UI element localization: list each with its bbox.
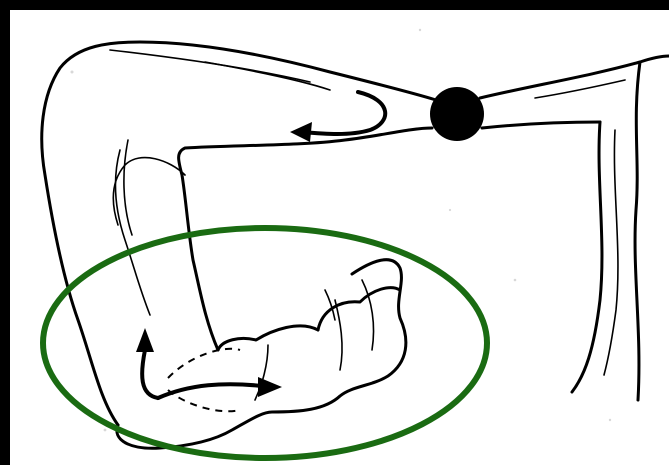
ascending-fold-line: [115, 150, 150, 315]
cecum-fold-3: [362, 280, 374, 350]
curved-flow-arrow: [302, 92, 385, 134]
curved-flow-arrowhead: [290, 122, 312, 142]
obstruction-mass: [430, 87, 484, 141]
ileocecal-valve-lower: [168, 390, 240, 411]
reflux-arrow-up: [142, 350, 158, 398]
cecum-outer: [117, 260, 406, 449]
cecum-fold-4: [325, 290, 335, 320]
colon-diagram: [10, 10, 669, 465]
reflux-arrow-up-head: [136, 328, 154, 352]
descending-fold-line: [604, 130, 618, 375]
descending-colon-outer: [635, 62, 640, 400]
cecum-fold-1: [335, 300, 342, 370]
descending-colon-inner: [572, 122, 602, 392]
diagram-canvas: [10, 10, 669, 465]
reflux-arrow-right-head: [258, 377, 282, 397]
scan-noise: [71, 29, 612, 432]
descending-colon-lower-wall: [482, 122, 600, 128]
cecum-bulge-2: [318, 288, 400, 330]
ascending-fold-line-2: [124, 140, 132, 235]
reflux-arrow-right: [158, 384, 262, 398]
colon-inner-wall: [179, 128, 432, 350]
highlight-ellipse: [43, 228, 487, 458]
ileocecal-valve: [168, 349, 240, 378]
